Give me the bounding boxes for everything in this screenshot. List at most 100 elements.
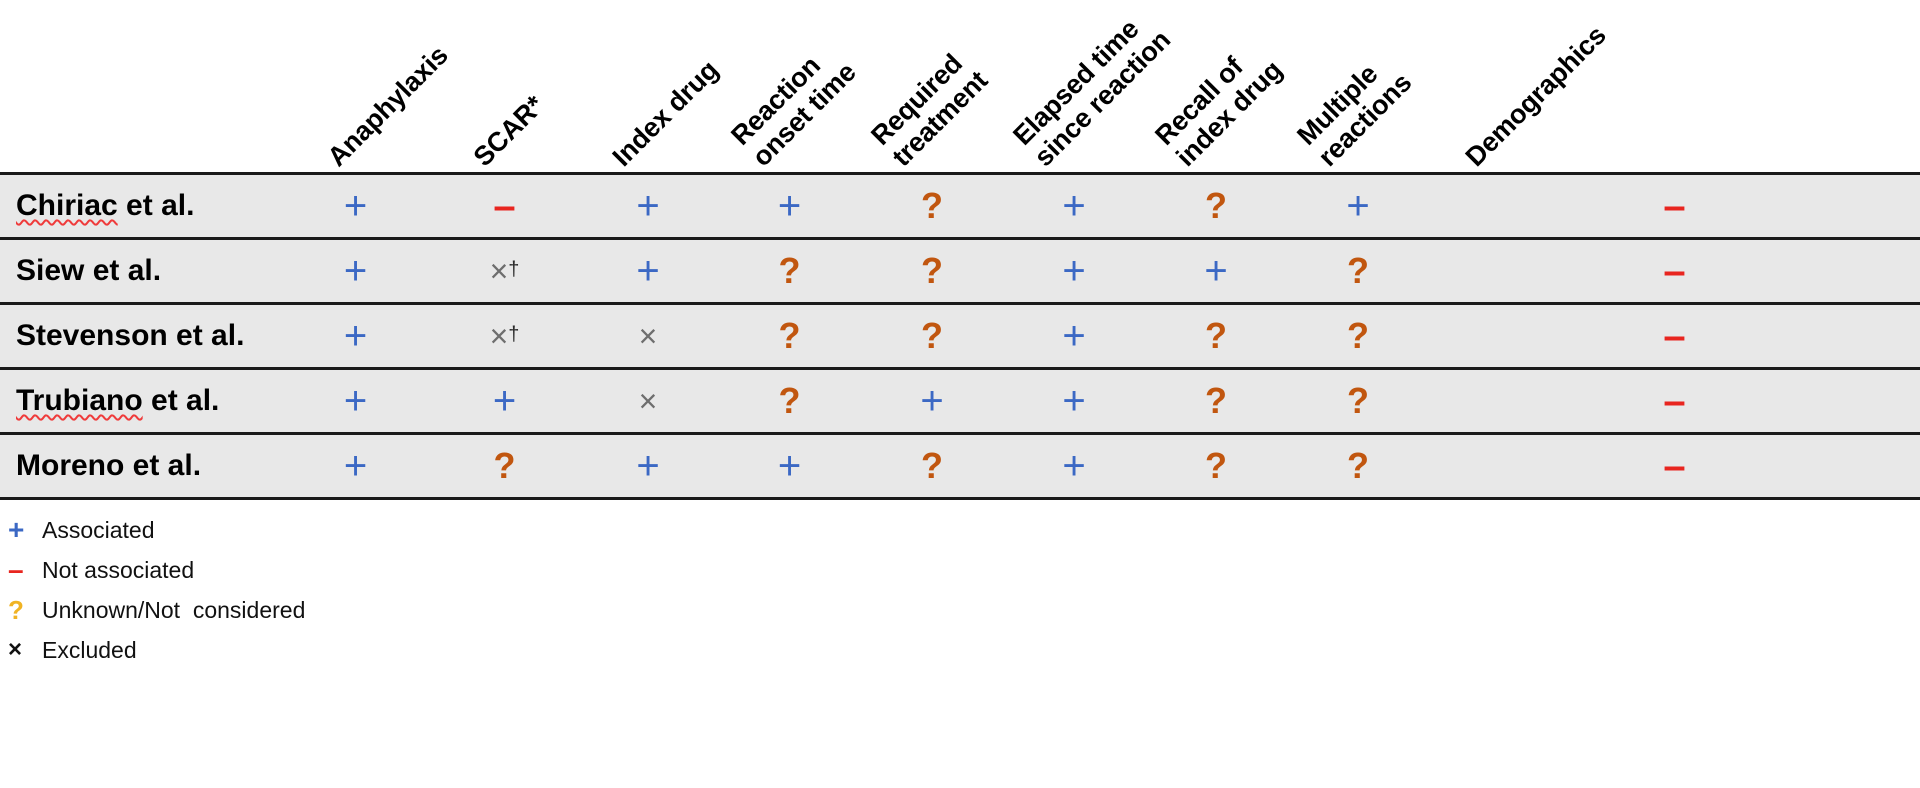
column-header-demographics: Demographics bbox=[1460, 20, 1612, 172]
study-name-cell: Chiriac et al. bbox=[0, 172, 280, 240]
cell-required-treatment: ? bbox=[861, 432, 1003, 500]
column-header-line1: Anaphylaxis bbox=[321, 39, 454, 172]
cell-required-treatment: + bbox=[861, 367, 1003, 435]
mark-unknown-icon: ? bbox=[1205, 445, 1227, 486]
mark-plus-icon: + bbox=[343, 314, 368, 358]
cell-scar: ×† bbox=[431, 302, 578, 370]
mark-unknown-icon: ? bbox=[1347, 315, 1369, 356]
mark-unknown-icon: ? bbox=[921, 250, 943, 291]
footnote-dagger-icon: † bbox=[508, 258, 520, 281]
mark-plus-icon: + bbox=[1062, 184, 1086, 228]
cell-index-drug: × bbox=[578, 302, 718, 370]
column-header-line1: Index drug bbox=[606, 54, 725, 172]
table-row: Chiriac et al.+–++?+?+– bbox=[0, 172, 1920, 240]
cell-elapsed-time-since-reaction: + bbox=[1003, 432, 1145, 500]
study-name: Stevenson et al. bbox=[16, 319, 245, 352]
cell-demographics: – bbox=[1429, 172, 1920, 240]
legend-label: Unknown/Not considered bbox=[42, 596, 306, 623]
cell-required-treatment: ? bbox=[861, 172, 1003, 240]
legend-label: Excluded bbox=[42, 636, 137, 663]
mark-plus-icon: + bbox=[636, 249, 660, 293]
column-header-line1: SCAR* bbox=[467, 89, 550, 172]
cell-demographics: – bbox=[1429, 367, 1920, 435]
legend-item-minus: –Not associated bbox=[8, 550, 1920, 590]
mark-minus-icon: – bbox=[1663, 249, 1686, 293]
mark-unknown-icon: ? bbox=[778, 380, 801, 421]
column-header-line1: Demographics bbox=[1459, 19, 1612, 172]
cell-demographics: – bbox=[1429, 237, 1920, 305]
mark-plus-icon: + bbox=[1204, 249, 1228, 293]
cell-index-drug: + bbox=[578, 237, 718, 305]
cell-reaction-onset-time: ? bbox=[718, 367, 861, 435]
cell-anaphylaxis: + bbox=[280, 237, 431, 305]
mark-plus-icon: + bbox=[492, 379, 517, 423]
cell-elapsed-time-since-reaction: + bbox=[1003, 367, 1145, 435]
cell-index-drug: + bbox=[578, 172, 718, 240]
mark-unknown-icon: ? bbox=[1205, 315, 1227, 356]
legend-item-plus: + Associated bbox=[8, 510, 1920, 550]
mark-plus-icon: + bbox=[1062, 379, 1086, 423]
legend-label: Associated bbox=[42, 516, 155, 543]
mark-unknown-icon: ? bbox=[1347, 445, 1369, 486]
mark-plus-icon: + bbox=[777, 444, 802, 488]
study-name-cell: Moreno et al. bbox=[0, 432, 280, 500]
table-row: Stevenson et al. + ×† ×?? +?? – bbox=[0, 302, 1920, 370]
mark-unknown-icon: ? bbox=[778, 315, 801, 356]
mark-plus-icon: + bbox=[920, 379, 944, 423]
table-row: Trubiano et al.++×?++??– bbox=[0, 367, 1920, 435]
cell-scar: ×† bbox=[431, 237, 578, 305]
mark-plus-icon: + bbox=[636, 184, 660, 228]
mark-unknown-icon: ? bbox=[1347, 250, 1369, 291]
studies-comparison-table: Chiriac et al.+–++?+?+–Siew et al.+×†+??… bbox=[0, 172, 1920, 500]
mark-unknown-icon: ? bbox=[1205, 185, 1227, 226]
mark-minus-icon: – bbox=[493, 184, 516, 228]
cell-anaphylaxis: + bbox=[280, 302, 431, 370]
study-name: Siew et al. bbox=[16, 254, 162, 287]
column-header-scar: SCAR* bbox=[468, 90, 550, 172]
cell-reaction-onset-time: ? bbox=[718, 237, 861, 305]
legend: + Associated –Not associated?Unknown/Not c… bbox=[0, 510, 1920, 670]
cell-elapsed-time-since-reaction: + bbox=[1003, 172, 1145, 240]
mark-unknown-icon: ? bbox=[1205, 380, 1227, 421]
cell-elapsed-time-since-reaction: + bbox=[1003, 237, 1145, 305]
mark-plus-icon: + bbox=[1062, 444, 1086, 488]
mark-excluded-icon: × bbox=[489, 253, 509, 289]
legend-item-unknown: ?Unknown/Not considered bbox=[8, 590, 1920, 630]
study-name-rest: et al. bbox=[142, 384, 220, 417]
table-row: Moreno et al.+?++?+??– bbox=[0, 432, 1920, 500]
study-name-cell: Stevenson et al. bbox=[0, 302, 280, 370]
mark-unknown-icon: ? bbox=[493, 445, 516, 486]
cell-multiple-reactions: ? bbox=[1287, 367, 1429, 435]
cell-required-treatment: ? bbox=[861, 237, 1003, 305]
column-header-index-drug: Index drug bbox=[607, 54, 725, 172]
mark-unknown-icon: ? bbox=[921, 315, 943, 356]
mark-minus-icon: – bbox=[1663, 184, 1686, 228]
study-name-rest: et al. bbox=[117, 189, 195, 222]
cell-recall-of-index-drug: ? bbox=[1145, 172, 1287, 240]
cell-demographics: – bbox=[1429, 302, 1920, 370]
study-name-cell: Trubiano et al. bbox=[0, 367, 280, 435]
mark-unknown-icon: ? bbox=[921, 185, 943, 226]
cell-reaction-onset-time: + bbox=[718, 432, 861, 500]
legend-item-excluded: ×Excluded bbox=[8, 630, 1920, 670]
mark-plus-icon: + bbox=[1062, 314, 1086, 358]
mark-excluded-icon: × bbox=[638, 383, 658, 419]
cell-demographics: – bbox=[1429, 432, 1920, 500]
legend-plus-icon: + bbox=[8, 514, 25, 545]
cell-scar: + bbox=[431, 367, 578, 435]
cell-multiple-reactions: ? bbox=[1287, 237, 1429, 305]
legend-minus-icon: – bbox=[8, 554, 24, 585]
study-name-misspelled: Trubiano bbox=[16, 384, 143, 417]
cell-scar: ? bbox=[431, 432, 578, 500]
mark-unknown-icon: ? bbox=[921, 445, 943, 486]
cell-elapsed-time-since-reaction: + bbox=[1003, 302, 1145, 370]
cell-recall-of-index-drug: + bbox=[1145, 237, 1287, 305]
cell-anaphylaxis: + bbox=[280, 432, 431, 500]
mark-excluded-icon: × bbox=[638, 318, 658, 354]
